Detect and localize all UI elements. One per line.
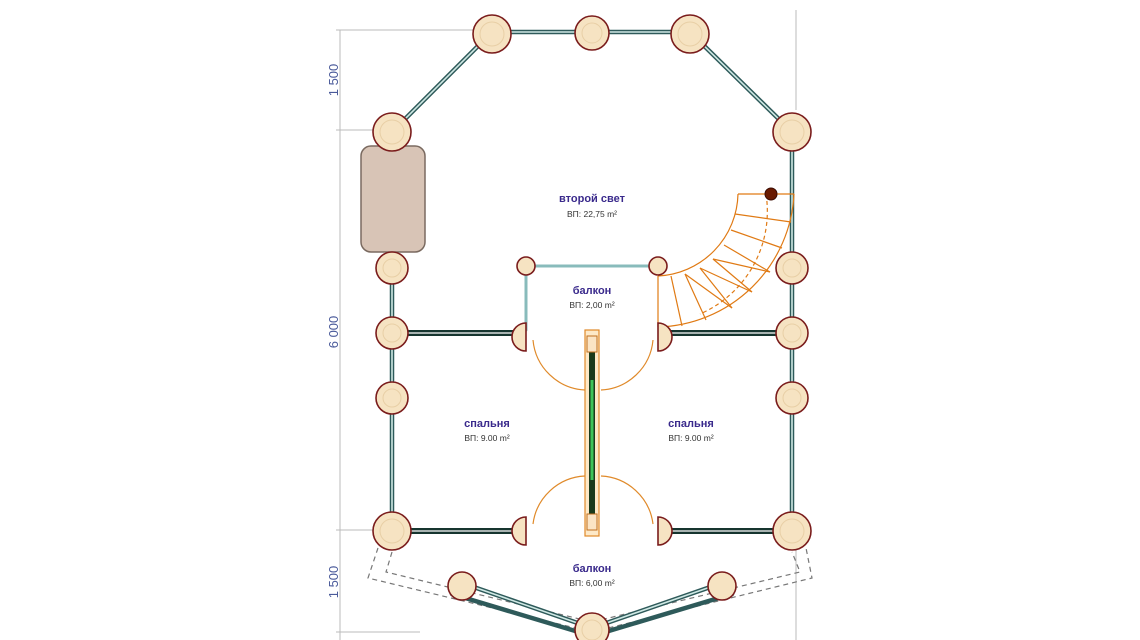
room-bedroom-left-name: спальня (464, 418, 510, 430)
log-post-left-1 (375, 251, 409, 285)
inner-balcony-railing (524, 264, 660, 332)
room-bedroom-left-area: ВП: 9.00 m² (464, 433, 509, 443)
log-post-right-3 (775, 381, 809, 415)
dimension-middle: 6 000 (326, 316, 341, 349)
central-partition (584, 329, 600, 537)
room-second-light-area: ВП: 22,75 m² (567, 209, 617, 219)
log-post-top-mid (574, 15, 610, 51)
log-post-top-left (472, 14, 512, 54)
room-second-light: второй свет ВП: 22,75 m² (559, 193, 626, 219)
log-post-bottom-right (772, 511, 812, 551)
log-post-bottom-left (372, 511, 412, 551)
log-post-upper-right (772, 112, 812, 152)
stair-post (764, 187, 778, 201)
room-bedroom-right: спальня ВП: 9.00 m² (668, 418, 714, 443)
interior-walls (392, 330, 792, 534)
spiral-staircase (657, 193, 795, 328)
room-balcony-front-area: ВП: 6,00 m² (569, 578, 614, 588)
log-post-left-3 (375, 381, 409, 415)
room-bedroom-right-area: ВП: 9.00 m² (668, 433, 713, 443)
room-bedroom-right-name: спальня (668, 418, 714, 430)
log-posts (372, 14, 812, 640)
dimension-top: 1 500 (326, 64, 341, 97)
room-balcony-front: балкон ВП: 6,00 m² (569, 563, 614, 588)
log-post-right-1 (775, 251, 809, 285)
log-post-bottom-center (574, 612, 610, 640)
room-balcony-inner-name: балкон (573, 285, 612, 297)
dimension-bottom: 1 500 (326, 566, 341, 599)
room-balcony-inner-area: ВП: 2,00 m² (569, 300, 614, 310)
room-bedroom-left: спальня ВП: 9.00 m² (464, 418, 510, 443)
room-second-light-name: второй свет (559, 193, 626, 205)
log-post-left-2 (375, 316, 409, 350)
log-post-upper-left (372, 112, 412, 152)
room-balcony-inner: балкон ВП: 2,00 m² (569, 285, 614, 310)
door-swings (532, 339, 654, 525)
small-posts (447, 256, 737, 601)
room-balcony-front-name: балкон (573, 563, 612, 575)
log-post-right-2 (775, 316, 809, 350)
log-post-top-right (670, 14, 710, 54)
fireplace (360, 145, 426, 253)
